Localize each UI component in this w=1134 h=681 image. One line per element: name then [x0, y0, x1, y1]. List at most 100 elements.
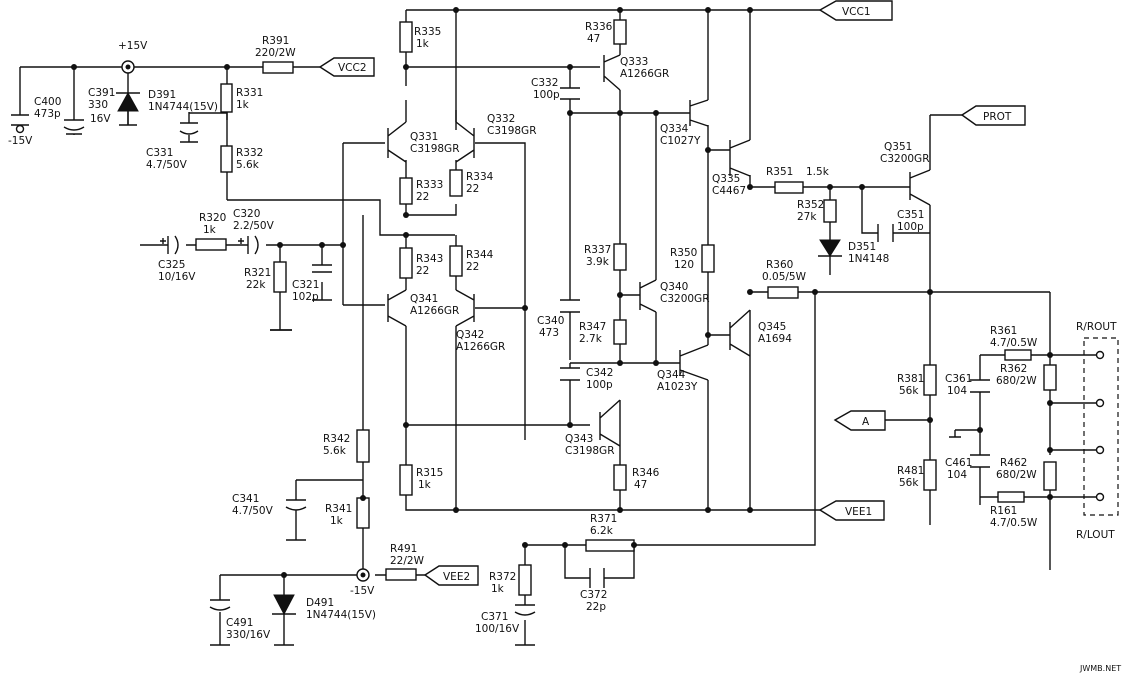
r341-value: 1k	[330, 515, 344, 527]
c461-value: 104	[947, 469, 967, 481]
r161-ref: R161	[990, 505, 1017, 517]
q344-value: A1023Y	[657, 381, 698, 393]
q341-value: A1266GR	[410, 305, 459, 317]
q331-value: C3198GR	[410, 143, 460, 155]
r491-ref: R491	[390, 543, 417, 555]
r321-value: 22k	[246, 279, 266, 291]
c331-value: 4.7/50V	[146, 159, 188, 171]
q333-ref: Q333	[620, 56, 648, 68]
ground-symbols	[66, 124, 961, 646]
junction	[567, 64, 573, 70]
r360-body	[767, 286, 799, 299]
r361-value: 4.7/0.5W	[990, 337, 1038, 349]
junction	[403, 422, 409, 428]
q332-symbol	[455, 121, 475, 163]
junction	[453, 507, 459, 513]
c341-ref: C341	[232, 493, 259, 505]
prot-tag	[960, 105, 1026, 126]
vee2-tag	[423, 565, 479, 586]
plus15-terminal-dot	[125, 64, 131, 70]
q335-symbol	[729, 139, 751, 177]
q340-ref: Q340	[660, 281, 688, 293]
input-plus-mark	[160, 238, 244, 244]
r351-body	[774, 181, 804, 194]
q342-ref: Q342	[456, 329, 484, 341]
c371-plates	[514, 604, 536, 616]
c320-value: 2.2/50V	[233, 220, 275, 232]
q344-ref: Q344	[657, 369, 686, 381]
c342-value: 100p	[586, 379, 613, 391]
c400-value: 473p	[34, 108, 61, 120]
c332-ref: C332	[531, 77, 558, 89]
r343-ref: R343	[416, 253, 443, 265]
q342-value: A1266GR	[456, 341, 505, 353]
junction	[705, 507, 711, 513]
r371-body	[585, 539, 635, 552]
diodes	[116, 91, 842, 625]
junction	[281, 572, 287, 578]
minus15-label-bottom: -15V	[350, 585, 375, 597]
q335-ref: Q335	[712, 173, 740, 185]
c351-ref: C351	[897, 209, 924, 221]
q333-value: A1266GR	[620, 68, 669, 80]
junction	[653, 110, 659, 116]
d491-ref: D491	[306, 597, 334, 609]
c332-value: 100p	[533, 89, 560, 101]
r360-ref: R360	[766, 259, 793, 271]
r347-value: 2.7k	[579, 333, 603, 345]
q345-ref: Q345	[758, 321, 786, 333]
r462-value: 680/2W	[996, 469, 1037, 481]
r335-body	[399, 21, 413, 53]
r350-value: 120	[674, 259, 694, 271]
a-tag	[833, 410, 886, 431]
r346-body	[613, 464, 627, 491]
r337-value: 3.9k	[586, 256, 610, 268]
r352-value: 27k	[797, 211, 817, 223]
r161-value: 4.7/0.5W	[990, 517, 1038, 529]
r161-body	[997, 491, 1025, 503]
d391-triangle	[117, 91, 139, 112]
r335-value: 1k	[416, 38, 430, 50]
r333-body	[399, 177, 413, 205]
q343-value: C3198GR	[565, 445, 615, 457]
r462-ref: R462	[1000, 457, 1027, 469]
q331-symbol	[387, 121, 407, 163]
q351-ref: Q351	[884, 141, 912, 153]
c320-ref: C320	[233, 208, 260, 220]
c351-plates	[877, 224, 894, 242]
junction	[224, 64, 230, 70]
d391-value: 1N4744(15V)	[148, 101, 218, 113]
c325-value: 10/16V	[158, 271, 196, 283]
r381-body	[923, 364, 937, 396]
r352-body	[823, 199, 837, 223]
r343-body	[399, 247, 413, 279]
transistors	[387, 54, 931, 447]
q334-symbol	[689, 99, 709, 127]
q344-symbol	[679, 344, 709, 381]
r481-body	[923, 459, 937, 491]
d391-ref: D391	[148, 89, 176, 101]
r391-ref: R391	[262, 35, 289, 47]
q333-symbol	[603, 54, 621, 91]
r321-body	[273, 261, 287, 293]
junction	[827, 184, 833, 190]
junction	[403, 232, 409, 238]
junction	[747, 184, 753, 190]
q342-symbol	[455, 289, 475, 327]
r-rout-label: R/ROUT	[1076, 321, 1117, 333]
junction	[812, 289, 818, 295]
c341-plates	[285, 499, 307, 540]
c372-plates	[589, 568, 605, 588]
junction	[653, 360, 659, 366]
r344-value: 22	[466, 261, 479, 273]
c340-value: 473	[539, 327, 559, 339]
r-lout-label: R/LOUT	[1076, 529, 1115, 541]
q345-symbol	[729, 309, 751, 357]
r337-ref: R337	[584, 244, 611, 256]
r315-body	[399, 464, 413, 496]
vee1-tag	[818, 500, 885, 521]
junction	[617, 7, 623, 13]
c342-plates	[560, 367, 580, 381]
q334-value: C1027Y	[660, 135, 701, 147]
junction	[1047, 352, 1053, 358]
